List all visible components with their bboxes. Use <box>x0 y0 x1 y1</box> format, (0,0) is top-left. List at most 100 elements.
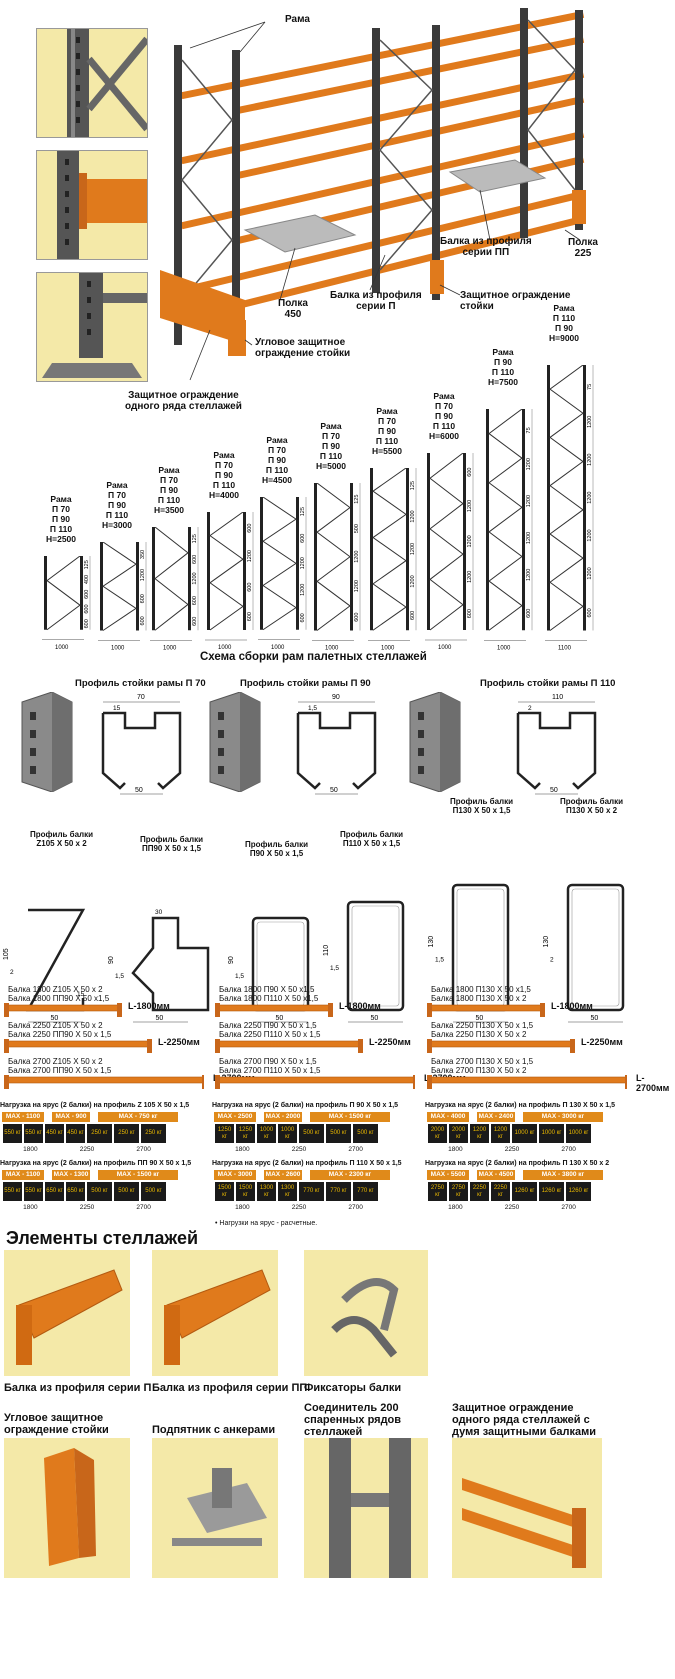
load-span-label: 1800 <box>235 1146 250 1153</box>
load-max-badge: MAX - 2300 кг <box>310 1170 390 1180</box>
load-cell: 1260 кг <box>511 1181 538 1202</box>
load-cell: 2000 кг <box>427 1123 448 1144</box>
beam-profile-width-dim: 50 <box>591 1015 599 1022</box>
load-max-badge: MAX - 1100 <box>2 1112 44 1122</box>
frame-width-label: 1000 <box>497 645 511 651</box>
frame-width-label: 1000 <box>271 645 285 651</box>
frame-width-label: 1000 <box>111 645 125 651</box>
frame-dim-label: 600 <box>192 555 198 564</box>
element-image-beam-locks <box>304 1250 428 1376</box>
beam-profile-thickness-dim: 1,5 <box>435 957 444 964</box>
load-cell: 1000 кг <box>565 1123 592 1144</box>
beam-bar <box>215 1075 415 1089</box>
label-frame: Рама <box>285 14 310 25</box>
frame-dim-label: 600 <box>84 590 90 599</box>
thumb-beam-joint <box>36 150 148 260</box>
frame-dim-label: 1200 <box>526 495 532 507</box>
beam-bar <box>427 1075 627 1089</box>
beam-profile-thickness-dim: 1,5 <box>235 973 244 980</box>
load-cell: 2750 кг <box>427 1181 448 1202</box>
beam-spec-text: Балка 2700 П130 X 50 x 1,5 Балка 2700 П1… <box>431 1057 534 1075</box>
load-cell: 1300 кг <box>277 1181 298 1202</box>
element-image-row-guard <box>452 1438 602 1578</box>
element-caption-row-guard: Защитное ограждение одного ряда стеллаже… <box>452 1402 596 1438</box>
load-span-label: 2250 <box>504 1146 520 1153</box>
beam-spec-text: Балка 1800 П90 X 50 x1,5 Балка 1800 П110… <box>219 985 319 1003</box>
beam-profile-height-dim: 90 <box>228 956 235 964</box>
beam-spec-text: Балка 2250 Z105 X 50 x 2 Балка 2250 ПП90… <box>8 1021 112 1039</box>
load-span-label: 2700 <box>136 1146 151 1153</box>
load-cell: 2750 кг <box>448 1181 469 1202</box>
beam-length-label: L-2700мм <box>636 1073 670 1093</box>
element-caption-corner-guard: Угловое защитное ограждение стойки <box>4 1412 109 1436</box>
label-beam-p: Балка из профиля серии П <box>330 290 422 312</box>
element-caption-beam-pp: Балка из профиля серии ПП <box>152 1382 308 1394</box>
beam-profile-thickness-dim: 1,5 <box>330 965 339 972</box>
load-cell: 770 кг <box>325 1181 352 1202</box>
frame-dim-label: 1200 <box>192 572 198 584</box>
load-cell: 1250 кг <box>214 1123 235 1144</box>
load-table-title: Нагрузка на ярус (2 балки) на профиль ПП… <box>0 1160 192 1167</box>
beam-length-label: L-2250мм <box>369 1037 411 1047</box>
upright-profile-lip-dim: 2 <box>528 705 532 712</box>
load-table-title: Нагрузка на ярус (2 балки) на профиль П … <box>212 1160 402 1167</box>
element-caption-connector: Соединитель 200 спаренных рядов стеллаже… <box>304 1402 402 1438</box>
load-max-badge: MAX - 2000 <box>264 1112 302 1122</box>
upright-profile-photo <box>21 692 73 792</box>
load-max-badge: MAX - 1300 <box>52 1170 90 1180</box>
beam-bar <box>4 1075 204 1089</box>
frame-dim-label: 1200 <box>410 575 416 587</box>
frame-title: Рама П 90 П 110 H=7500 <box>487 346 518 387</box>
loads-note: • Нагрузки на ярус - расчетные. <box>215 1220 318 1227</box>
beam-profile-width-dim: 50 <box>276 1015 284 1022</box>
frame-dim-label: 600 <box>354 612 360 621</box>
frame-dim-label: 350 <box>140 549 146 558</box>
beam-profile-title: Профиль балки П90 X 50 x 1,5 <box>245 840 309 858</box>
frame-dim-label: 600 <box>84 619 90 628</box>
beam-profile-height-dim: 110 <box>323 945 330 956</box>
frame-dim-label: 600 <box>140 594 146 603</box>
element-caption-beam-locks: Фиксаторы балки <box>304 1382 402 1394</box>
frame-width-label: 1000 <box>438 645 452 651</box>
beam-profile-title: Профиль балки П130 X 50 x 1,5 <box>450 797 514 815</box>
pallet-rack-drawing <box>160 8 586 381</box>
frame-title: Рама П 70 П 90 П 110 H=4000 <box>208 450 239 500</box>
beam-spec-text: Балка 2700 Z105 X 50 x 2 Балка 2700 ПП90… <box>8 1057 112 1075</box>
frame-dim-label: 1200 <box>587 453 593 465</box>
beam-profile-thickness-dim: 2 <box>550 957 554 964</box>
load-cell: 550 кг <box>2 1181 23 1202</box>
load-cell: 650 кг <box>44 1181 65 1202</box>
load-span-label: 2700 <box>561 1146 576 1153</box>
load-table-title: Нагрузка на ярус (2 балки) на профиль П … <box>425 1102 615 1109</box>
frame-dim-label: 1200 <box>354 550 360 562</box>
frame-dim-label: 500 <box>354 524 360 533</box>
beam-profile-title: Профиль балки П110 X 50 x 1,5 <box>340 830 404 848</box>
frame-dim-label: 1200 <box>467 500 473 512</box>
load-cell: 2000 кг <box>448 1123 469 1144</box>
upright-profile-top-dim: 70 <box>137 694 145 701</box>
frame-dim-label: 125 <box>84 560 90 569</box>
frame-dim-label: 1200 <box>300 557 306 569</box>
frames-caption: Схема сборки рам палетных стеллажей <box>200 651 427 663</box>
frame-dim-label: 600 <box>247 583 253 592</box>
load-max-badge: MAX - 750 кг <box>98 1112 178 1122</box>
frame-dim-label: 600 <box>300 614 306 623</box>
frame-title: Рама П 70 П 90 П 110 H=4500 <box>261 435 292 486</box>
load-max-badge: MAX - 4500 <box>477 1170 515 1180</box>
load-max-badge: MAX - 2500 <box>214 1112 256 1122</box>
frame-dim-label: 1200 <box>410 510 416 522</box>
beams-section: Балка 1800 Z105 X 50 x 2 Балка 1800 ПП90… <box>0 985 675 1100</box>
load-cell: 1000 кг <box>277 1123 298 1144</box>
beam-bar <box>427 1003 545 1017</box>
load-table-title: Нагрузка на ярус (2 балки) на профиль П … <box>425 1160 610 1167</box>
